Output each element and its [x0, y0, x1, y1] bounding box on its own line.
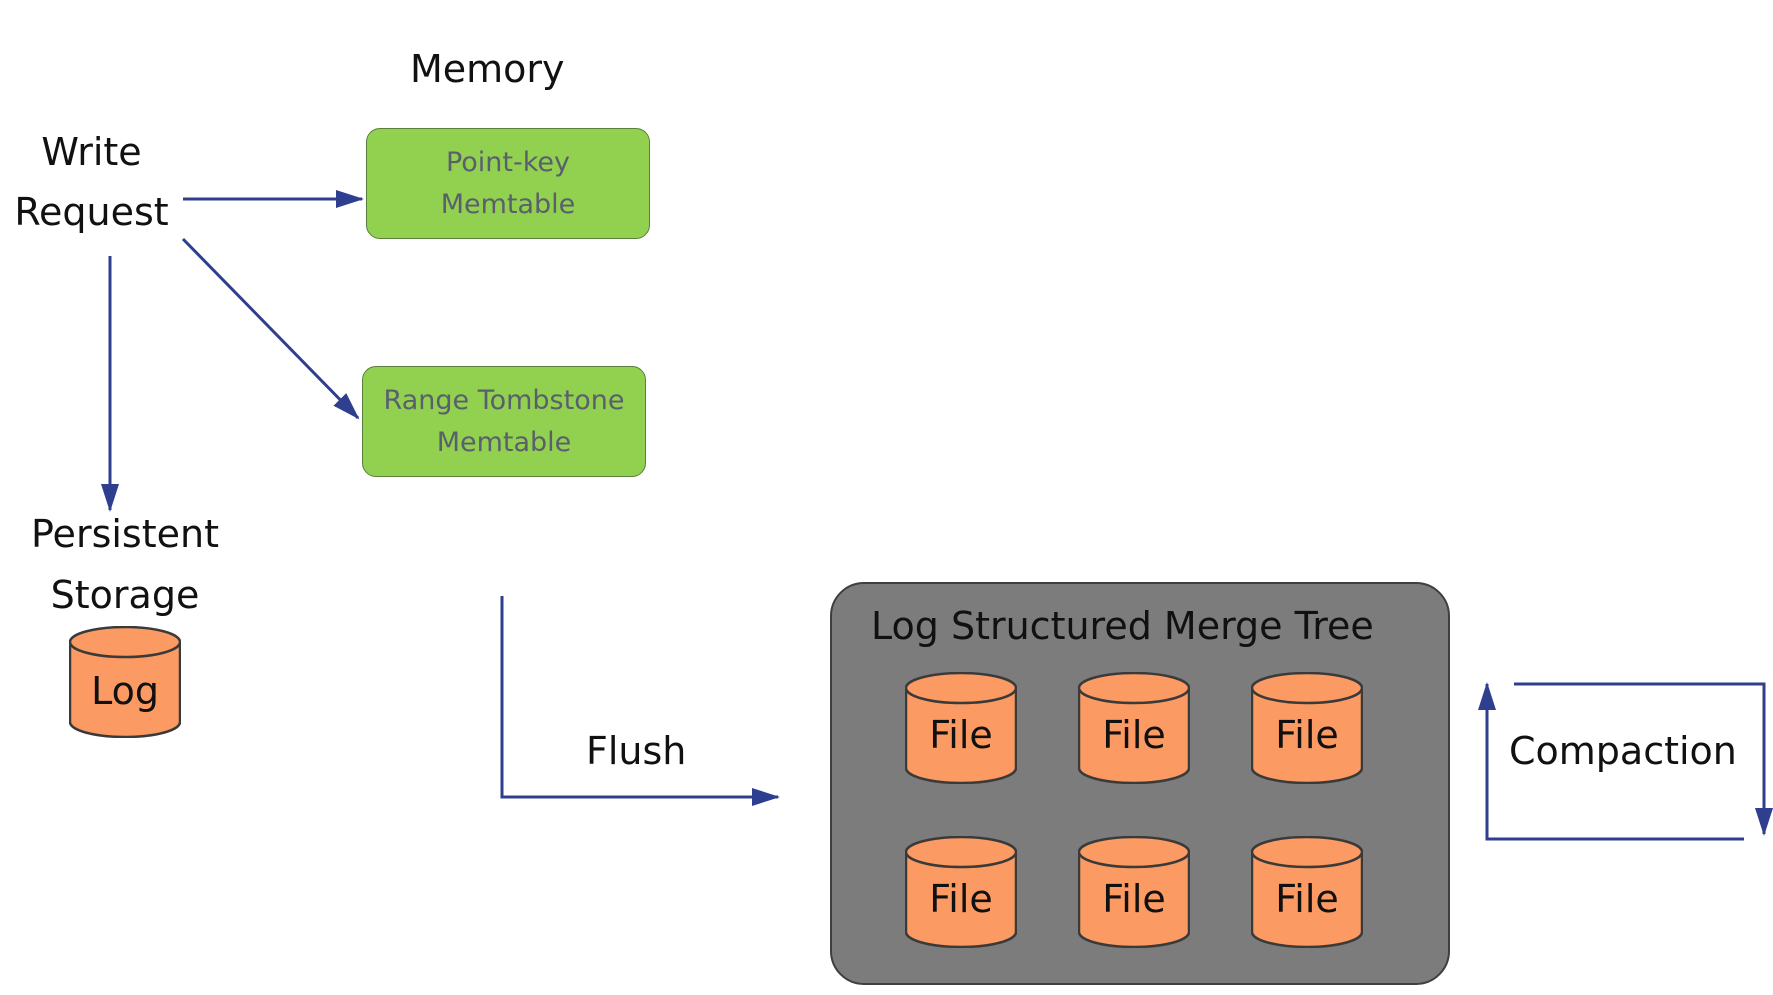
file-label: File [1102, 713, 1166, 757]
arrow-flush [500, 596, 780, 806]
arrow-compaction-down [1514, 682, 1773, 836]
file-cylinder: File [1078, 836, 1190, 948]
lsm-tree-title: Log Structured Merge Tree [871, 604, 1374, 648]
persistent-storage-line2: Storage [50, 573, 200, 617]
range-tombstone-memtable: Range Tombstone Memtable [362, 366, 646, 477]
file-cylinder: File [905, 836, 1017, 948]
file-cylinder: File [1251, 672, 1363, 784]
point-key-memtable-line2: Memtable [440, 188, 576, 220]
file-label: File [929, 877, 993, 921]
range-tombstone-memtable-line2: Memtable [436, 426, 572, 458]
persistent-storage-label: Persistent Storage [10, 515, 240, 614]
arrow-write-to-range-tombstone [181, 237, 360, 420]
log-cylinder: Log [69, 626, 181, 738]
file-label: File [1275, 877, 1339, 921]
persistent-storage-line1: Persistent [31, 512, 219, 556]
flush-label: Flush [586, 729, 687, 773]
arrow-compaction-up [1478, 682, 1744, 841]
write-request-label: Write Request [0, 133, 183, 231]
file-label: File [1275, 713, 1339, 757]
log-label: Log [91, 669, 159, 713]
memory-heading: Memory [410, 47, 565, 91]
file-cylinder: File [1251, 836, 1363, 948]
file-label: File [1102, 877, 1166, 921]
write-request-line1: Write [41, 130, 142, 174]
file-cylinder: File [1078, 672, 1190, 784]
point-key-memtable: Point-key Memtable [366, 128, 650, 239]
range-tombstone-memtable-line1: Range Tombstone [383, 384, 625, 416]
file-cylinder: File [905, 672, 1017, 784]
compaction-label: Compaction [1509, 729, 1737, 773]
file-label: File [929, 713, 993, 757]
point-key-memtable-line1: Point-key [445, 146, 571, 178]
write-request-line2: Request [14, 190, 169, 234]
